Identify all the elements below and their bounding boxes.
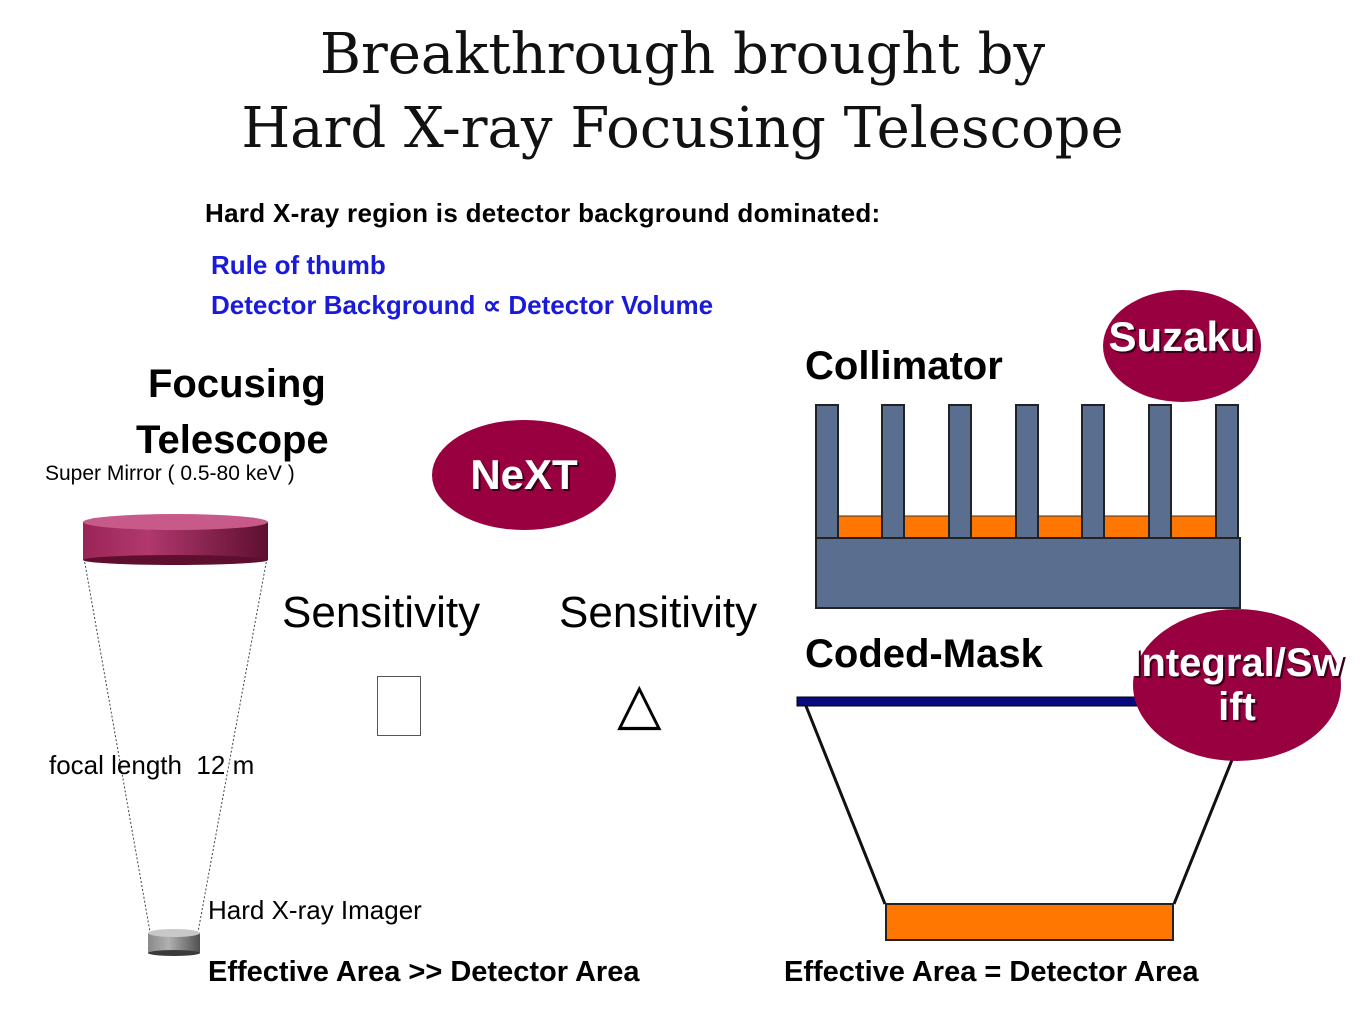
coded-mask-area-caption: Effective Area = Detector Area: [784, 956, 1199, 988]
focal-length-label: focal length 12 m: [49, 750, 255, 780]
rule-of-thumb-body: Detector Background ∝ Detector Volume: [211, 290, 714, 320]
integral-swift-badge-line-1: Integral/Sw: [1130, 641, 1344, 685]
hard-xray-imager-label: Hard X-ray Imager: [208, 895, 422, 925]
rule-of-thumb-title: Rule of thumb: [211, 250, 386, 280]
focusing-heading-line-2: Telescope: [136, 418, 329, 462]
sensitivity-right: Sensitivity: [559, 588, 758, 637]
background-statement: Hard X-ray region is detector background…: [205, 198, 881, 228]
delta-symbol: △: [617, 669, 662, 737]
focusing-heading-line-1: Focusing: [148, 362, 326, 406]
hard-xray-imager-shape: [148, 929, 200, 956]
next-badge: NeXT: [432, 420, 616, 530]
super-mirror-label: Super Mirror ( 0.5-80 keV ): [45, 462, 295, 485]
suzaku-badge: Suzaku: [1103, 290, 1261, 402]
sensitivity-left: Sensitivity: [282, 588, 481, 637]
title-line-2: Hard X-ray Focusing Telescope: [241, 96, 1124, 161]
suzaku-badge-label: Suzaku: [1108, 313, 1256, 360]
coded-mask-heading: Coded-Mask: [805, 632, 1043, 676]
collimator-heading: Collimator: [805, 344, 1003, 388]
collimator-shape: [815, 404, 1241, 609]
integral-swift-badge: Integral/Sw ift: [1130, 609, 1344, 761]
light-cone-lines: [83, 557, 268, 933]
integral-swift-badge-line-2: ift: [1218, 685, 1256, 729]
coded-mask-shape: [796, 696, 1242, 941]
super-mirror-shape: [83, 514, 268, 565]
focusing-area-caption: Effective Area >> Detector Area: [208, 956, 640, 988]
title-line-1: Breakthrough brought by: [319, 22, 1046, 87]
next-badge-label: NeXT: [470, 451, 578, 498]
missing-glyph-box: [377, 676, 421, 736]
